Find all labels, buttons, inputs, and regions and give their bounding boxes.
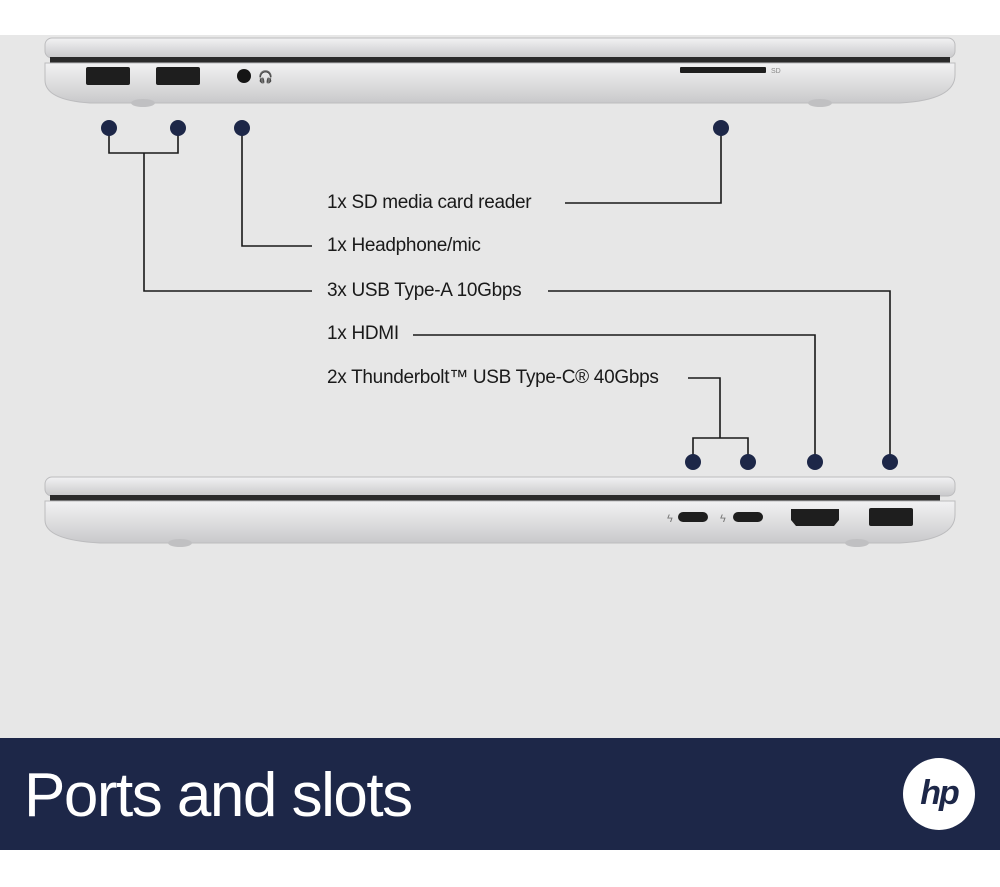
headphone-icon: 🎧 — [258, 70, 273, 84]
ports-diagram: 🎧 SD ϟ ϟ — [44, 37, 956, 547]
thunderbolt-icon: ϟ — [720, 513, 726, 525]
label-headphone: 1x Headphone/mic — [327, 235, 481, 256]
thunderbolt-icon: ϟ — [667, 513, 673, 525]
laptop-right-side: ϟ ϟ — [44, 476, 956, 547]
diagram-area — [0, 35, 1000, 738]
hp-logo-text: hp — [920, 774, 960, 812]
label-thunderbolt: 2x Thunderbolt™ USB Type-C® 40Gbps — [327, 367, 659, 388]
label-usb-a: 3x USB Type-A 10Gbps — [327, 280, 522, 301]
sd-card-slot — [680, 67, 766, 73]
dot-usb-1 — [101, 120, 117, 136]
dot-usb-2 — [170, 120, 186, 136]
hdmi-port — [791, 509, 839, 526]
label-sd-reader: 1x SD media card reader — [327, 192, 532, 213]
banner-title: Ports and slots — [24, 761, 413, 830]
usb-a-port-3 — [869, 508, 913, 526]
usb-a-port-2 — [156, 67, 200, 85]
dot-sd — [713, 120, 729, 136]
usb-c-port-2 — [733, 512, 763, 522]
dot-tb-2 — [740, 454, 756, 470]
sd-marking: SD — [771, 68, 781, 75]
callout-dots — [101, 120, 898, 470]
leader-lines — [108, 128, 891, 462]
laptop-left-side: 🎧 SD — [44, 37, 956, 107]
label-hdmi: 1x HDMI — [327, 323, 399, 344]
usb-a-port-1 — [86, 67, 130, 85]
usb-c-port-1 — [678, 512, 708, 522]
hp-logo: hp — [903, 758, 975, 830]
dot-usb-3 — [882, 454, 898, 470]
headphone-jack — [237, 69, 251, 83]
dot-tb-1 — [685, 454, 701, 470]
dot-headphone — [234, 120, 250, 136]
banner: Ports and slots — [0, 738, 1000, 850]
dot-hdmi — [807, 454, 823, 470]
